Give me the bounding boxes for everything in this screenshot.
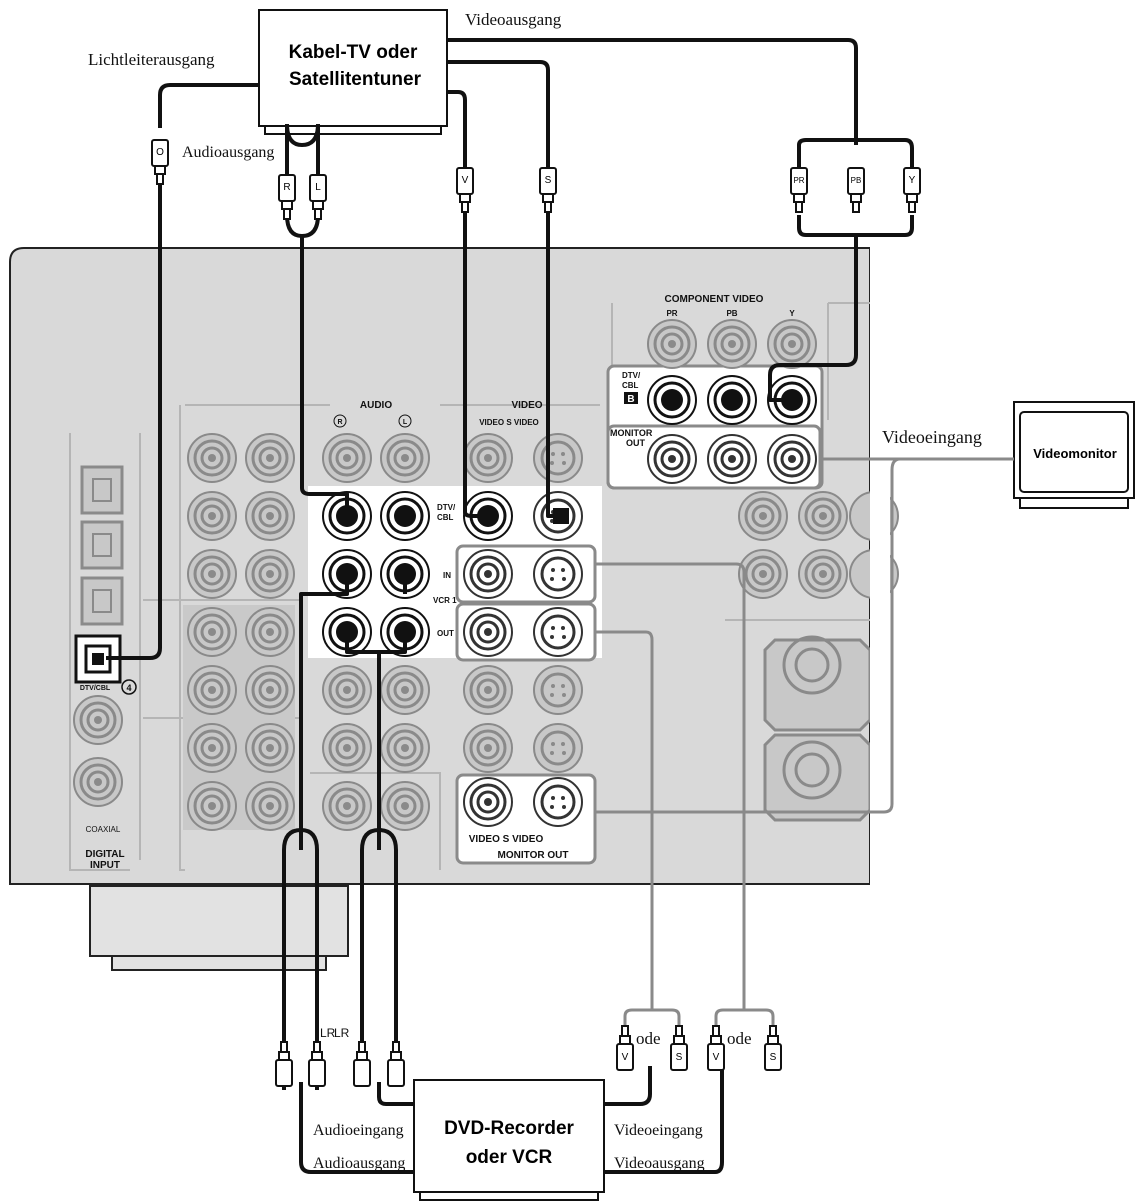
panel-y: Y <box>789 309 795 318</box>
callout-labels: Videoausgang Lichtleiterausgang Audioaus… <box>88 10 982 1172</box>
panel-dtv2-1: DTV/ <box>437 503 456 512</box>
label-ode-2: ode <box>727 1029 752 1048</box>
label-video-in-monitor: Videoeingang <box>882 427 982 447</box>
plug-y-label: Y <box>909 175 916 186</box>
panel-video: VIDEO <box>511 400 542 411</box>
panel-monitor-out-2: OUT <box>626 438 646 448</box>
panel-dtv-cbl-opt: DTV/CBL <box>80 685 111 692</box>
recorder-title-line2: oder VCR <box>466 1147 553 1168</box>
recorder-title-line1: DVD-Recorder <box>444 1118 574 1139</box>
panel-audio: AUDIO <box>360 400 392 411</box>
video-monitor: Videomonitor <box>1013 401 1135 509</box>
plug-v-label: V <box>462 175 469 186</box>
panel-component-video: COMPONENT VIDEO <box>665 294 764 305</box>
plug-pr-label: PR <box>793 176 804 185</box>
plug-s2-label: S <box>676 1052 683 1063</box>
video-jack-column <box>462 432 584 828</box>
panel-monitor-out-1: MONITOR <box>610 428 653 438</box>
label-rec-video-in: Videoeingang <box>614 1122 703 1139</box>
panel-dtv: DTV/ <box>622 371 641 380</box>
label-lr-2: LR <box>334 1026 350 1040</box>
panel-bottom-video-s-video: VIDEO S VIDEO <box>469 834 544 845</box>
label-rec-video-out: Videoausgang <box>614 1155 705 1172</box>
panel-dtv2-2: CBL <box>437 513 454 522</box>
plugs: O R L V S PR PB Y V S V S <box>151 139 921 1087</box>
recorder-box: DVD-Recorder oder VCR <box>413 1079 605 1201</box>
label-ode-1: ode <box>636 1029 661 1048</box>
panel-markings: COMPONENT VIDEO PR PB Y DTV/ CBL B MONIT… <box>80 294 796 871</box>
panel-video-s-video: VIDEO S VIDEO <box>479 418 539 427</box>
plug-v3-label: V <box>713 1052 720 1063</box>
label-audio-out-top: Audioausgang <box>182 144 274 161</box>
panel-b: B <box>627 394 634 405</box>
panel-cbl: CBL <box>622 381 639 390</box>
panel-coaxial: COAXIAL <box>86 825 121 834</box>
label-video-out-top: Videoausgang <box>465 10 562 29</box>
panel-l-mark: L <box>403 419 408 426</box>
plug-r-label: R <box>283 182 290 193</box>
optical-jacks <box>74 465 124 684</box>
plug-o-label: O <box>156 147 164 158</box>
panel-bottom-monitor-out: MONITOR OUT <box>498 850 569 861</box>
panel-input: INPUT <box>90 860 120 871</box>
panel-vcr: VCR 1 <box>433 596 457 605</box>
monitor-label: Videomonitor <box>1033 446 1117 461</box>
plug-v2-label: V <box>622 1052 629 1063</box>
tuner-title-line1: Kabel-TV oder <box>289 42 418 63</box>
panel-out: OUT <box>437 629 454 638</box>
panel-pr: PR <box>666 309 677 318</box>
panel-pb: PB <box>726 309 737 318</box>
plug-l-label: L <box>315 182 321 193</box>
label-rec-audio-out: Audioausgang <box>313 1155 405 1172</box>
panel-in: IN <box>443 571 451 580</box>
label-lr-1: LR <box>320 1026 336 1040</box>
tuner-box: Kabel-TV oder Satellitentuner <box>258 9 448 135</box>
plug-pb-label: PB <box>851 176 862 185</box>
tuner-title-line2: Satellitentuner <box>289 69 422 90</box>
label-rec-audio-in: Audioeingang <box>313 1122 404 1139</box>
gray-cables <box>595 457 1014 1030</box>
plug-s3-label: S <box>770 1052 777 1063</box>
panel-r-mark: R <box>337 419 342 426</box>
label-optical-out: Lichtleiterausgang <box>88 50 215 69</box>
plug-s-label: S <box>545 175 552 186</box>
panel-digital: DIGITAL <box>85 849 124 860</box>
right-side-jacks <box>737 490 899 822</box>
panel-num4: 4 <box>126 683 131 693</box>
